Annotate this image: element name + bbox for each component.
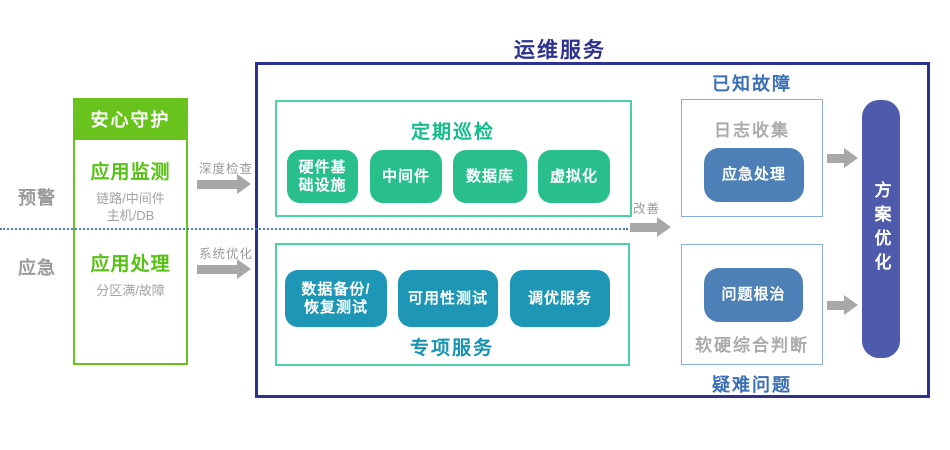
arrow-head <box>237 174 251 194</box>
node-emergency-handling: 应急处理 <box>704 148 804 202</box>
phase-divider-dotted-line <box>0 228 628 230</box>
node-middleware: 中间件 <box>370 150 442 203</box>
app-handle-sub-line1: 分区满/故障 <box>96 283 165 298</box>
periodic-inspection-title: 定期巡检 <box>410 122 495 143</box>
node-tuning-service: 调优服务 <box>510 270 610 327</box>
node-problem-eradication: 问题根治 <box>704 268 803 322</box>
arrow-head <box>844 148 858 168</box>
combined-judgement-label: 软硬综合判断 <box>695 336 809 355</box>
app-monitor-sub-line2: 主机/DB <box>106 208 155 223</box>
arrow-shaft <box>827 301 844 310</box>
system-optimize-arrow-label: 系统优化 <box>199 247 254 261</box>
solution-optimization-pill: 方案优化 <box>862 100 900 358</box>
special-service-title: 专项服务 <box>409 338 494 359</box>
improve-arrow-label: 改善 <box>633 202 661 216</box>
app-monitor-title: 应用监测 <box>90 162 171 183</box>
app-handle-title: 应用处理 <box>90 254 171 275</box>
app-monitor-sub-line1: 链路/中间件 <box>96 191 165 206</box>
guard-box <box>73 98 188 365</box>
arrow-shaft <box>827 154 844 163</box>
arrow-head <box>657 217 671 237</box>
node-hardware-infrastructure: 硬件基础设施 <box>287 150 358 203</box>
arrow-head <box>844 295 858 315</box>
node-backup-recovery-test: 数据备份/恢复测试 <box>285 270 387 327</box>
log-collection-label: 日志收集 <box>714 121 790 140</box>
node-availability-test: 可用性测试 <box>398 270 498 327</box>
deep-inspection-arrow-label: 深度检查 <box>199 162 254 176</box>
arrow-head <box>237 259 251 279</box>
arrow-shaft <box>197 265 237 274</box>
guard-box-header: 安心守护 <box>73 98 188 140</box>
difficult-problem-title: 疑难问题 <box>712 375 792 395</box>
node-database: 数据库 <box>453 150 527 203</box>
known-fault-title: 已知故障 <box>712 74 792 94</box>
phase-label-warning: 预警 <box>18 188 56 208</box>
arrow-shaft <box>197 180 237 189</box>
arrow-shaft <box>630 223 657 232</box>
node-virtualization: 虚拟化 <box>538 150 610 203</box>
phase-label-emergency: 应急 <box>18 258 56 278</box>
ops-service-title: 运维服务 <box>514 39 606 62</box>
